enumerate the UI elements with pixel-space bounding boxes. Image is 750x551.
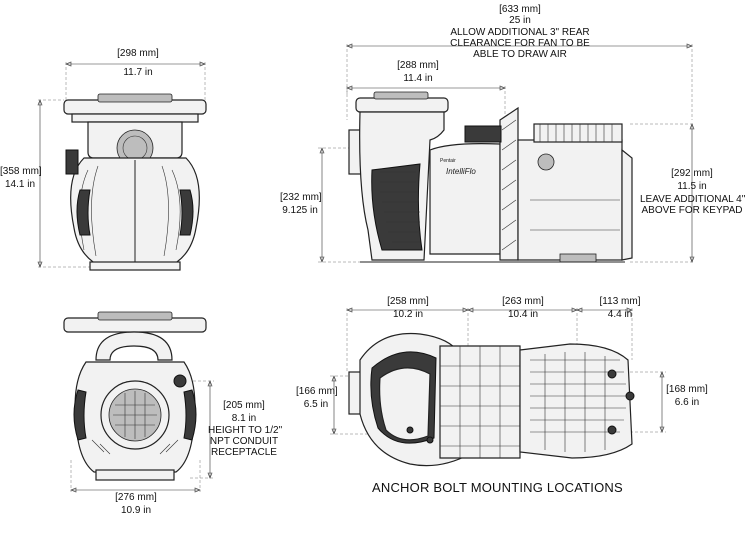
bottom-left-width-mm: [166 mm] — [296, 386, 338, 397]
side-view: Pentair IntelliFlo — [318, 43, 695, 263]
side-overall-mm: [633 mm] — [499, 4, 541, 15]
bottom-view — [330, 307, 666, 467]
side-overall-note-3: ABLE TO DRAW AIR — [473, 49, 567, 60]
front-height-mm: [358 mm] — [0, 166, 42, 177]
side-strainer-mm: [288 mm] — [397, 60, 439, 71]
front-width-in: 11.7 in — [123, 67, 153, 78]
bottom-span2-mm: [263 mm] — [502, 296, 544, 307]
side-inlet-in: 9.125 in — [282, 205, 318, 216]
side-overall-note-2: CLEARANCE FOR FAN TO BE — [450, 38, 590, 49]
side-motor-in: 11.5 in — [677, 181, 707, 192]
bottom-span3-mm: [113 mm] — [599, 296, 641, 307]
rear-width-in: 10.9 in — [120, 505, 152, 516]
rear-view — [63, 311, 214, 493]
side-brand-text: IntelliFlo — [446, 167, 476, 176]
rear-conduit-note-3: RECEPTACLE — [211, 447, 277, 458]
side-motor-mm: [292 mm] — [671, 168, 713, 179]
bottom-right-width-in: 6.6 in — [674, 397, 700, 408]
bottom-span2-in: 10.4 in — [507, 309, 539, 320]
side-motor-note-2: ABOVE FOR KEYPAD — [641, 205, 743, 216]
bottom-span3-in: 4.4 in — [607, 309, 633, 320]
rear-conduit-note-1: HEIGHT TO 1/2" — [208, 425, 283, 436]
anchor-bolt-caption: ANCHOR BOLT MOUNTING LOCATIONS — [372, 480, 623, 495]
bottom-right-width-mm: [168 mm] — [666, 384, 708, 395]
side-inlet-mm: [232 mm] — [280, 192, 322, 203]
front-height-in: 14.1 in — [4, 179, 36, 190]
rear-conduit-note-2: NPT CONDUIT — [209, 436, 279, 447]
rear-width-mm: [276 mm] — [115, 492, 157, 503]
bottom-span1-mm: [258 mm] — [387, 296, 429, 307]
front-width-mm: [298 mm] — [117, 48, 159, 59]
side-strainer-in: 11.4 in — [403, 73, 433, 84]
bottom-span1-in: 10.2 in — [392, 309, 424, 320]
rear-conduit-in: 8.1 in — [231, 413, 257, 424]
side-overall-note-1: ALLOW ADDITIONAL 3" REAR — [450, 27, 590, 38]
svg-text:Pentair: Pentair — [440, 158, 456, 164]
bottom-left-width-in: 6.5 in — [303, 399, 329, 410]
side-overall-in: 25 in — [509, 15, 531, 26]
front-view — [37, 61, 207, 271]
side-motor-note-1: LEAVE ADDITIONAL 4" — [640, 194, 746, 205]
rear-conduit-mm: [205 mm] — [223, 400, 265, 411]
